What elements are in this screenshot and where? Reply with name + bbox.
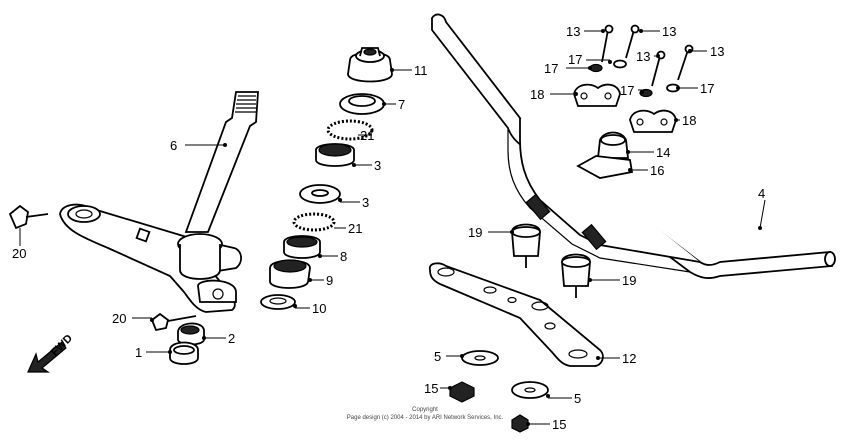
label-8: 8 (340, 249, 347, 264)
label-15: 15 (424, 381, 438, 396)
label-12: 12 (622, 351, 636, 366)
label-21: 21 (348, 221, 362, 236)
label-7: 7 (398, 97, 405, 112)
label-2: 2 (228, 331, 235, 346)
label-13: 13 (662, 24, 676, 39)
label-18: 18 (530, 87, 544, 102)
label-13: 13 (710, 44, 724, 59)
label-15: 15 (552, 417, 566, 432)
label-5: 5 (434, 349, 441, 364)
label-17: 17 (544, 61, 558, 76)
label-20: 20 (112, 311, 126, 326)
label-11: 11 (414, 63, 428, 78)
top-bridge (428, 262, 604, 367)
label-5: 5 (574, 391, 581, 406)
label-16: 16 (650, 163, 664, 178)
handlebar (431, 13, 836, 279)
leader-lines (19, 29, 766, 426)
label-13: 13 (636, 49, 650, 64)
label-4: 4 (758, 186, 765, 201)
washers-nuts (449, 350, 549, 433)
handlebar-bolts (589, 24, 694, 98)
label-9: 9 (326, 273, 333, 288)
label-19: 19 (468, 225, 482, 240)
label-19: 19 (622, 273, 636, 288)
label-1: 1 (135, 345, 142, 360)
label-3: 3 (374, 158, 381, 173)
bearing-stack (260, 47, 393, 310)
label-3: 3 (362, 195, 369, 210)
label-17: 17 (620, 83, 634, 98)
upper-holders (573, 83, 677, 133)
label-13: 13 (566, 24, 580, 39)
label-14: 14 (656, 145, 670, 160)
label-21: 21 (360, 128, 374, 143)
copyright-line-1: Copyright (412, 407, 438, 413)
callout-labels: 13 13 13 13 17 17 17 17 18 18 11 7 21 3 … (12, 24, 765, 432)
label-17: 17 (568, 52, 582, 67)
label-10: 10 (312, 301, 326, 316)
small-parts (8, 204, 205, 365)
fwd-label: FWD (49, 332, 75, 358)
label-18: 18 (682, 113, 696, 128)
steering-stem (59, 91, 259, 313)
lower-holder (576, 131, 634, 179)
fwd-arrow-icon: FWD (27, 332, 75, 373)
copyright-line-2: Page design (c) 2004 - 2014 by ARI Netwo… (346, 415, 504, 421)
label-20: 20 (12, 246, 26, 261)
label-17: 17 (700, 81, 714, 96)
lower-holders-19 (511, 223, 591, 298)
label-6: 6 (170, 138, 177, 153)
